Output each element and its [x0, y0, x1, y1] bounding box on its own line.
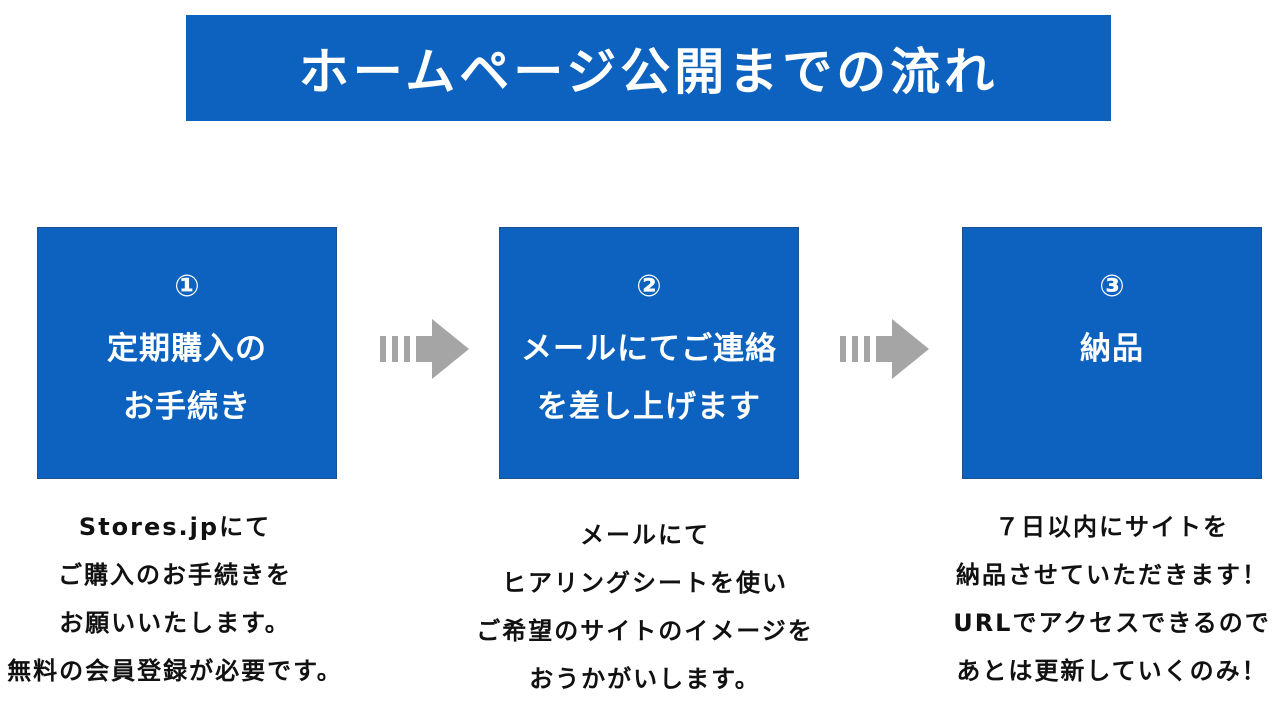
description-line: ご希望のサイトのイメージを: [476, 617, 814, 645]
description-line: メールにて: [580, 521, 710, 549]
description-line: お願いいたします。: [59, 609, 291, 637]
description-line: 無料の会員登録が必要です。: [7, 657, 343, 685]
arrow-dash: [392, 336, 398, 362]
step-description-1: Stores.jpにて ご購入のお手続きを お願いいたします。 無料の会員登録が…: [0, 503, 350, 695]
step-description-3: ７日以内にサイトを 納品させていただきます！ URLでアクセスできるので あとは…: [944, 503, 1280, 695]
step-heading-line: 納品: [1080, 331, 1144, 367]
description-line: おうかがいします。: [529, 665, 761, 693]
description-line: ７日以内にサイトを: [995, 513, 1229, 541]
step-heading-line: 定期購入の: [107, 331, 267, 367]
arrow-dash: [864, 336, 870, 362]
step-number: ①: [174, 269, 200, 304]
arrow-dash: [404, 336, 410, 362]
description-line: ヒアリングシートを使い: [502, 569, 788, 597]
arrow-right-icon: [840, 319, 929, 379]
step-heading-line: メールにてご連絡: [521, 331, 777, 367]
page-title: ホームページ公開までの流れ: [298, 43, 999, 101]
description-line: ご購入のお手続きを: [58, 561, 292, 589]
description-line: あとは更新していくのみ！: [956, 657, 1268, 685]
description-line: Stores.jpにて: [78, 513, 272, 541]
step-heading-line: お手続き: [123, 389, 251, 425]
step-heading: メールにてご連絡 を差し上げます: [500, 320, 798, 436]
arrow-shaft: [416, 336, 434, 362]
step-box-3: ③ 納品: [962, 227, 1262, 479]
arrow-head: [892, 319, 929, 379]
step-heading: 納品: [963, 320, 1261, 378]
step-heading-line: を差し上げます: [537, 389, 761, 425]
arrow-shaft: [876, 336, 894, 362]
step-description-2: メールにて ヒアリングシートを使い ご希望のサイトのイメージを おうかがいします…: [460, 511, 830, 703]
step-heading: 定期購入の お手続き: [38, 320, 336, 436]
title-banner: ホームページ公開までの流れ: [186, 15, 1111, 121]
step-box-1: ① 定期購入の お手続き: [37, 227, 337, 479]
description-line: 納品させていただきます！: [956, 561, 1268, 589]
description-line: URLでアクセスできるので: [953, 609, 1271, 637]
arrow-right-icon: [380, 319, 469, 379]
arrow-dash: [380, 336, 386, 362]
step-number: ③: [1099, 269, 1125, 304]
step-number: ②: [636, 269, 662, 304]
arrow-dash: [840, 336, 846, 362]
arrow-dash: [852, 336, 858, 362]
arrow-head: [432, 319, 469, 379]
step-box-2: ② メールにてご連絡 を差し上げます: [499, 227, 799, 479]
